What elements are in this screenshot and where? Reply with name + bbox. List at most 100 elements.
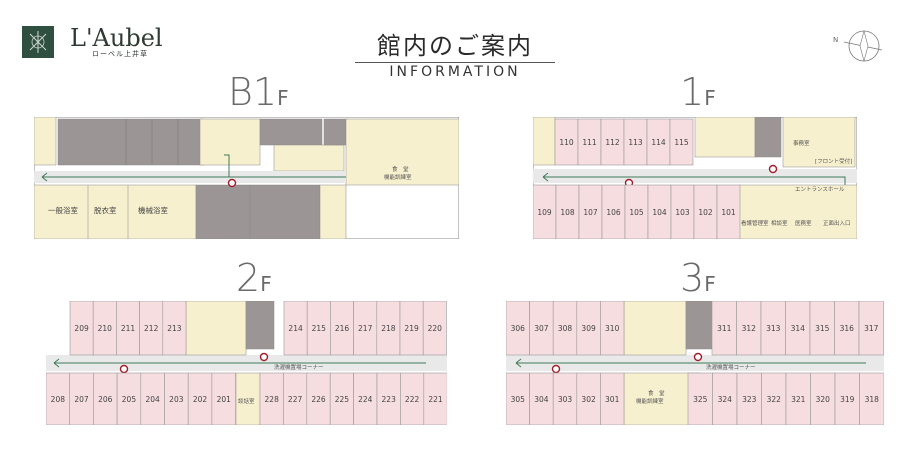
room-number: 205 [122, 395, 137, 404]
floor-label-b1: B1F [228, 70, 289, 114]
brand-logo-mark [22, 26, 54, 58]
room-number: 302 [581, 395, 596, 404]
room-number: 106 [606, 208, 621, 217]
room-number: 313 [766, 324, 781, 333]
svg-text:脱衣室: 脱衣室 [94, 205, 117, 215]
svg-text:洗濯機置場コーナー: 洗濯機置場コーナー [706, 363, 756, 371]
room-number: 222 [405, 395, 420, 404]
room-number: 113 [628, 138, 643, 147]
room-number: 206 [98, 395, 113, 404]
room-number: 219 [404, 324, 419, 333]
room-315 [809, 301, 835, 356]
room-number: 224 [358, 395, 373, 404]
room-320 [810, 372, 836, 425]
room-number: 202 [193, 395, 208, 404]
room-number: 102 [698, 208, 713, 217]
svg-text:事務室: 事務室 [793, 139, 810, 147]
room-number: 303 [558, 395, 573, 404]
svg-text:食 堂: 食 堂 [392, 165, 409, 173]
room-221 [423, 372, 447, 425]
floor-label-2f: 2F [236, 256, 272, 300]
room-number: 310 [605, 324, 620, 333]
svg-text:談話室: 談話室 [238, 397, 255, 405]
room-310 [600, 301, 625, 356]
svg-text:N: N [833, 36, 838, 44]
room-number: 304 [534, 395, 549, 404]
room-number: 111 [582, 138, 597, 147]
svg-text:正面出入口: 正面出入口 [823, 219, 851, 227]
room-number: 325 [693, 395, 708, 404]
room-number: 105 [629, 208, 644, 217]
room-317 [858, 301, 884, 356]
room-number: 319 [840, 395, 855, 404]
room-313 [760, 301, 786, 356]
room-number: 114 [651, 138, 666, 147]
svg-text:看護管理室: 看護管理室 [741, 219, 769, 227]
title-divider [355, 62, 555, 63]
page-title: 館内のご案内 [377, 32, 533, 60]
room-number: 309 [581, 324, 596, 333]
room-number: 301 [605, 395, 620, 404]
room-number: 217 [358, 324, 373, 333]
floor-plan-b1: 一般浴室 脱衣室 機械浴室 食 堂 機能訓練室 [34, 117, 459, 239]
compass-icon: N [832, 28, 884, 68]
floor-label-3f: 3F [680, 256, 716, 300]
room-number: 226 [311, 395, 326, 404]
room-number: 104 [652, 208, 667, 217]
room-312 [736, 301, 762, 356]
room-number: 212 [144, 324, 159, 333]
room-number: 201 [217, 395, 232, 404]
room-316 [834, 301, 860, 356]
room-324 [712, 372, 738, 425]
room-number: 210 [98, 324, 113, 333]
room-number: 324 [718, 395, 733, 404]
room-322 [761, 372, 787, 425]
room-number: 321 [791, 395, 806, 404]
room-201 [211, 372, 236, 425]
room-number: 316 [840, 324, 855, 333]
room-number: 213 [167, 324, 182, 333]
svg-text:機能訓練室: 機能訓練室 [384, 173, 412, 181]
room-number: 308 [558, 324, 573, 333]
room-number: 315 [815, 324, 830, 333]
room-318 [859, 372, 884, 425]
room-number: 322 [767, 395, 782, 404]
room-number: 312 [742, 324, 757, 333]
room-number: 108 [560, 208, 575, 217]
room-number: 220 [428, 324, 443, 333]
room-number: 314 [791, 324, 806, 333]
room-number: 112 [605, 138, 620, 147]
svg-text:相談室: 相談室 [771, 219, 788, 227]
svg-text:一般浴室: 一般浴室 [48, 205, 78, 215]
room-220 [422, 301, 447, 356]
room-number: 307 [534, 324, 549, 333]
room-number: 306 [511, 324, 526, 333]
room-number: 320 [816, 395, 831, 404]
room-number: 221 [428, 395, 443, 404]
brand-subtitle: ローベル上井草 [92, 50, 148, 58]
room-number: 208 [51, 395, 66, 404]
svg-text:[フロント受付]: [フロント受付] [815, 157, 852, 165]
page-subtitle: INFORMATION [389, 64, 521, 80]
room-321 [785, 372, 811, 425]
room-number: 214 [288, 324, 303, 333]
floor-label-1f: 1F [680, 70, 716, 114]
room-number: 203 [169, 395, 184, 404]
room-number: 216 [335, 324, 350, 333]
room-number: 228 [265, 395, 280, 404]
room-101 [716, 184, 741, 239]
room-213 [162, 301, 187, 356]
room-number: 207 [74, 395, 89, 404]
room-301 [600, 372, 625, 425]
svg-text:食 堂: 食 堂 [648, 389, 665, 397]
room-number: 223 [382, 395, 397, 404]
room-number: 109 [537, 208, 552, 217]
svg-text:機械浴室: 機械浴室 [138, 205, 168, 215]
brand-name: L'Aubel [70, 24, 163, 52]
room-number: 209 [74, 324, 89, 333]
room-number: 101 [721, 208, 736, 217]
room-number: 218 [381, 324, 396, 333]
room-number: 103 [675, 208, 690, 217]
